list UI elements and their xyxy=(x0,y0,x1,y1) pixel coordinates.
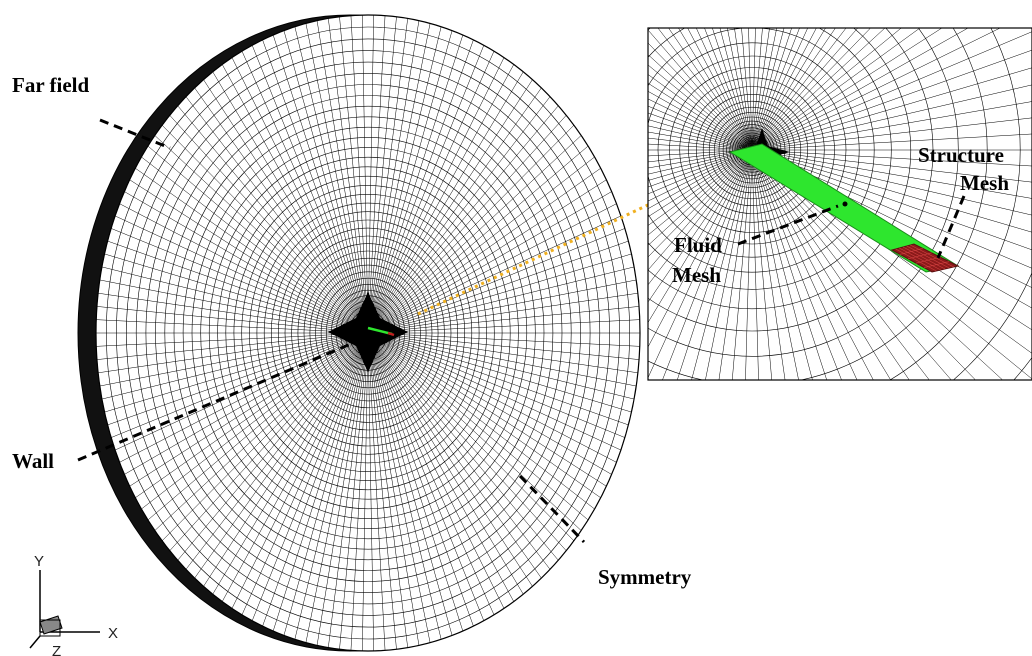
structure-mesh-grid xyxy=(895,244,954,272)
inset-fluid-mesh xyxy=(648,28,1032,380)
axis-x-label: X xyxy=(108,625,118,642)
fluid-mesh-pointer-dot xyxy=(842,201,848,207)
axis-z-label: Z xyxy=(52,643,61,656)
symmetry-leader xyxy=(518,474,586,544)
fluid-mesh-label-line1: Fluid xyxy=(674,233,722,257)
structure-mesh-label-line2: Mesh xyxy=(960,171,1009,195)
symmetry-label: Symmetry xyxy=(598,565,692,589)
wall-leader xyxy=(77,338,361,462)
far-field-label: Far field xyxy=(12,73,90,97)
fluid-mesh-label-line2: Mesh xyxy=(672,263,721,287)
structure-mesh-patch xyxy=(890,243,960,273)
structure-mesh-label-line1: Structure xyxy=(918,143,1004,167)
structure-small xyxy=(387,331,395,337)
structure-mesh-leader xyxy=(936,195,966,259)
coordinate-triad: Y X Z xyxy=(29,553,118,656)
wall-label: Wall xyxy=(12,449,54,473)
fluid-domain-mesh xyxy=(96,15,640,651)
far-field-leader xyxy=(99,118,171,150)
dense-mesh-core xyxy=(328,292,408,372)
zoom-connector-line xyxy=(417,202,651,316)
axis-y-label: Y xyxy=(34,553,44,570)
zoom-inset-panel xyxy=(647,27,1032,381)
fluid-mesh-leader xyxy=(737,204,839,246)
